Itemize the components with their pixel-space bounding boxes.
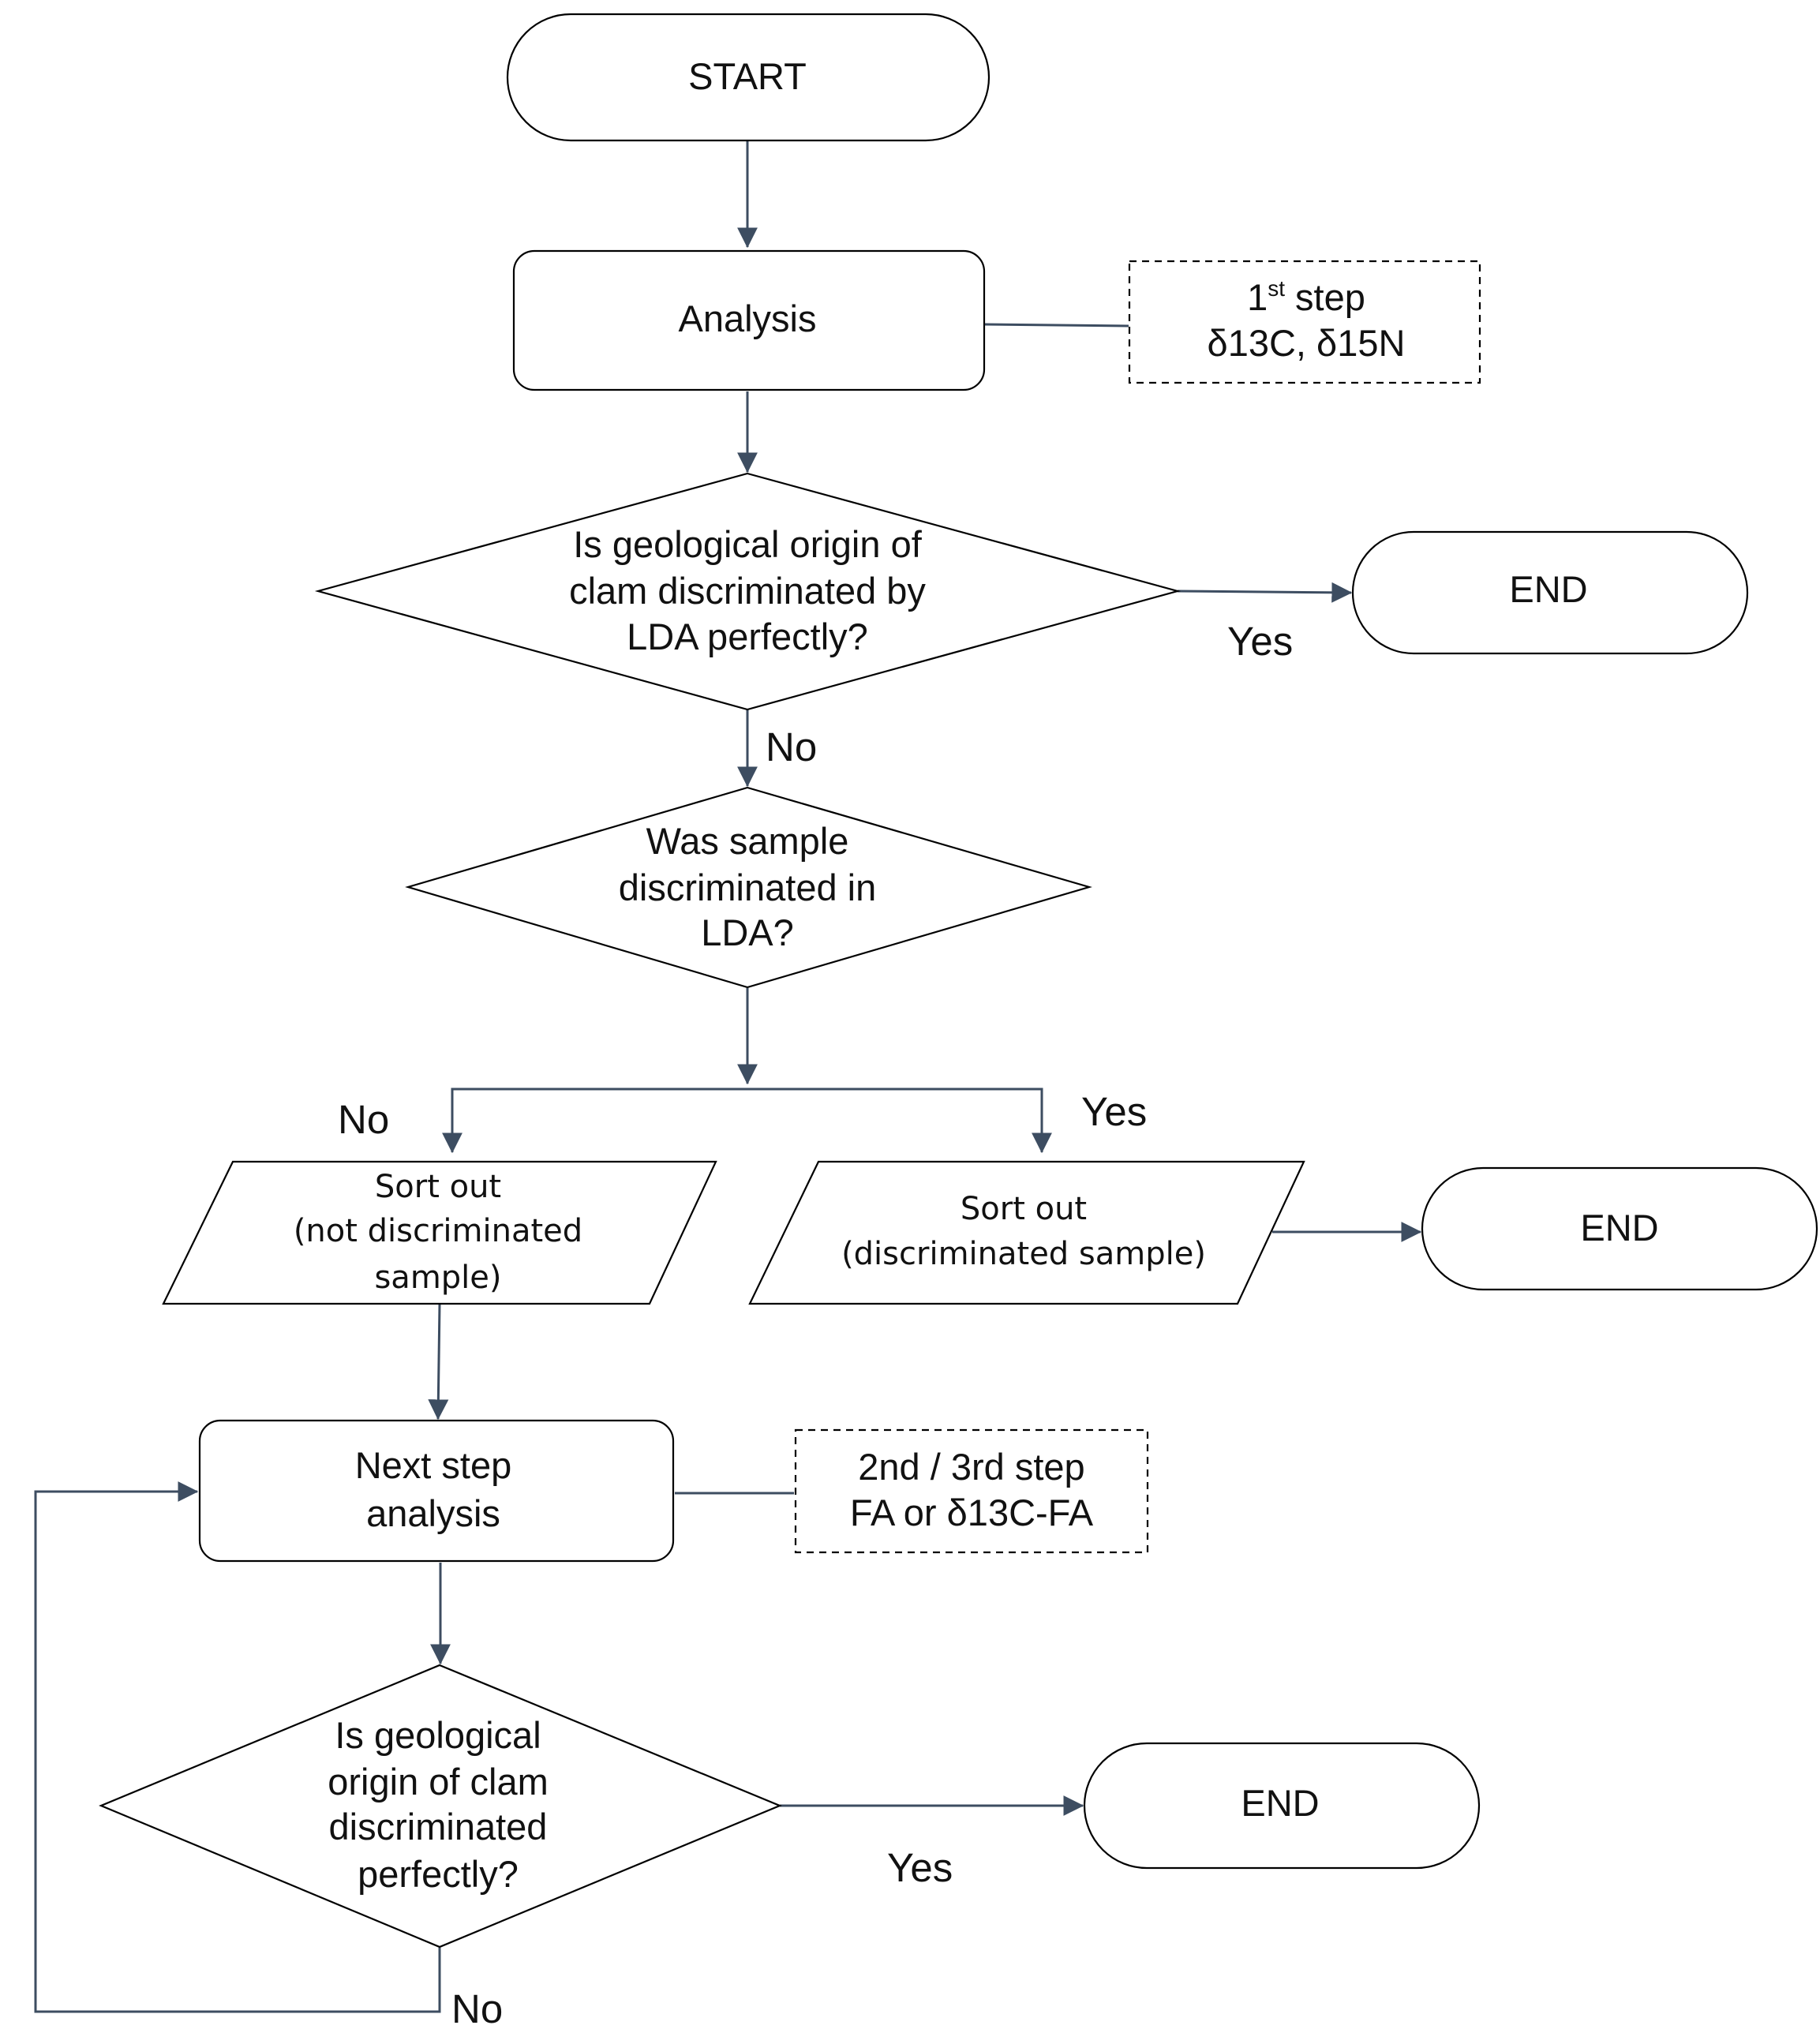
decision3-line1: Is geological: [335, 1714, 541, 1756]
edge-decision1-end1: [1177, 582, 1353, 603]
sort-disc-line2: (discriminated sample): [841, 1236, 1206, 1272]
analysis-label: Analysis: [678, 298, 816, 339]
edge-branch-sort-disc: [747, 1088, 1052, 1154]
end2-terminal: END: [1421, 1166, 1818, 1291]
decision3-diamond: Is geological origin of clam discriminat…: [99, 1664, 782, 1949]
step1-note-line2: δ13C, δ15N: [1208, 322, 1406, 364]
decision1-line3: LDA perfectly?: [627, 616, 868, 657]
start-terminal: START: [506, 13, 991, 142]
decision1-line1: Is geological origin of: [573, 523, 922, 565]
decision2-line3: LDA?: [701, 912, 794, 953]
decision2-yes-label: Yes: [1081, 1089, 1147, 1134]
sort-not-discriminated: Sort out (not discriminated sample): [162, 1160, 717, 1305]
step23-note: 2nd / 3rd step FA or δ13C-FA: [794, 1428, 1149, 1554]
sort-disc-line1: Sort out: [961, 1191, 1087, 1227]
decision2-no-label: No: [338, 1097, 389, 1142]
decision2-line1: Was sample: [646, 820, 849, 862]
analysis-process: Analysis: [512, 249, 986, 391]
decision2-diamond: Was sample discriminated in LDA?: [405, 786, 1092, 989]
decision1-line2: clam discriminated by: [569, 570, 926, 612]
step23-note-line2: FA or δ13C-FA: [850, 1492, 1094, 1533]
end2-label: END: [1580, 1207, 1658, 1248]
decision2-line2: discriminated in: [619, 867, 877, 908]
step23-note-line1: 2nd / 3rd step: [858, 1446, 1084, 1488]
end1-label: END: [1509, 568, 1587, 610]
connectors: [34, 140, 1422, 2013]
decision3-line3: discriminated: [329, 1806, 548, 1847]
decision1-no-label: No: [766, 724, 817, 769]
end1-terminal: END: [1351, 530, 1749, 655]
step1-note-line1: 1st step: [1247, 276, 1365, 318]
edge-branch-sort-not: [442, 1088, 747, 1154]
edge-decision3-loop: [34, 1481, 441, 2013]
decision3-line4: perfectly?: [358, 1853, 519, 1895]
sort-discriminated: Sort out (discriminated sample): [748, 1160, 1305, 1305]
decision1-diamond: Is geological origin of clam discriminat…: [314, 472, 1182, 711]
edge-sort-not-next: [428, 1303, 449, 1421]
decision3-no-label: No: [451, 1986, 503, 2031]
decision3-line2: origin of clam: [328, 1761, 549, 1803]
next-step-line1: Next step: [355, 1444, 512, 1486]
end3-label: END: [1241, 1782, 1319, 1824]
sort-not-line1: Sort out: [375, 1169, 501, 1205]
decision1-yes-label: Yes: [1227, 619, 1293, 664]
step1-note: 1st step δ13C, δ15N: [1128, 260, 1481, 384]
sort-not-line2: (not discriminated: [294, 1213, 582, 1249]
end3-terminal: END: [1083, 1742, 1481, 1870]
sort-not-line3: sample): [374, 1260, 501, 1296]
edge-analysis-note1: [983, 323, 1129, 328]
next-step-process: Next step analysis: [198, 1419, 675, 1563]
next-step-line2: analysis: [366, 1492, 500, 1534]
start-label: START: [688, 55, 807, 97]
decision3-yes-label: Yes: [887, 1845, 953, 1890]
